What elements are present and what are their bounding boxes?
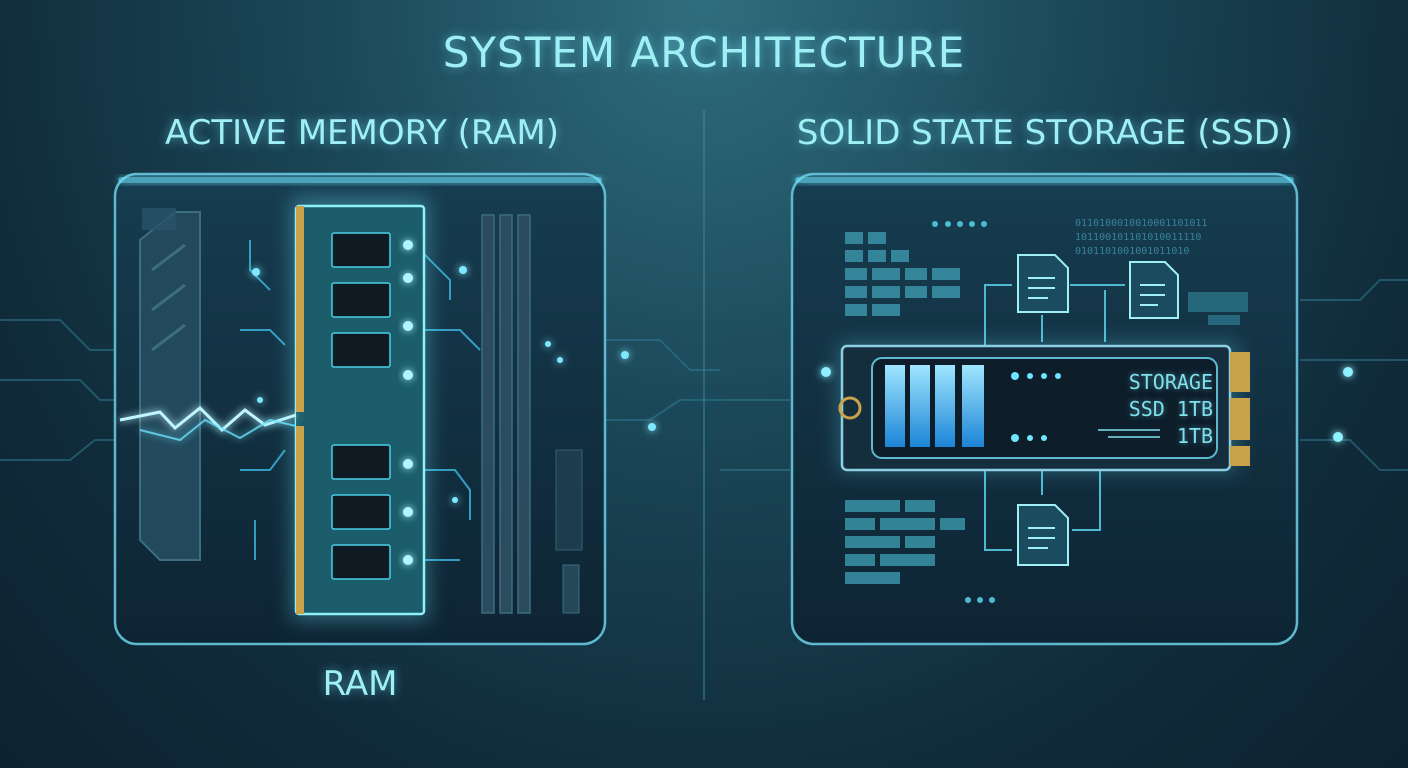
binary-line-2: 101100101101010011110: [1075, 232, 1201, 243]
ram-circuit-traces: [240, 240, 481, 561]
ssd-dots: [932, 221, 995, 603]
binary-line-3: 0101101001001011010: [1075, 246, 1189, 257]
ram-heading: ACTIVE MEMORY (RAM): [164, 113, 560, 153]
ssd-drive-icon: [838, 342, 1250, 472]
lightning-icon: [119, 405, 297, 433]
ram-caption: RAM: [322, 664, 398, 704]
data-blocks-bottom: [845, 500, 965, 584]
binary-text-group: 0110100010010001101011 10110010110101001…: [1075, 218, 1207, 257]
data-blocks-top: [845, 232, 960, 316]
ram-panel: [113, 172, 656, 646]
heatsink-shape: [139, 211, 201, 561]
ssd-label-model: SSD 1TB: [1128, 397, 1213, 421]
ssd-heading: SOLID STATE STORAGE (SSD): [796, 113, 1294, 153]
ssd-label-storage: STORAGE: [1128, 370, 1213, 394]
ssd-panel: [790, 172, 1353, 646]
background-circuit-traces: [0, 279, 1408, 471]
ssd-label-capacity: 1TB: [1176, 424, 1213, 448]
ram-glow-dots: [252, 266, 656, 503]
binary-line-1: 0110100010010001101011: [1075, 218, 1207, 229]
data-flow-arrows: [984, 284, 1125, 551]
memory-slots: [481, 214, 531, 614]
ram-module-icon: [292, 198, 428, 620]
page-title: SYSTEM ARCHITECTURE: [442, 28, 966, 77]
